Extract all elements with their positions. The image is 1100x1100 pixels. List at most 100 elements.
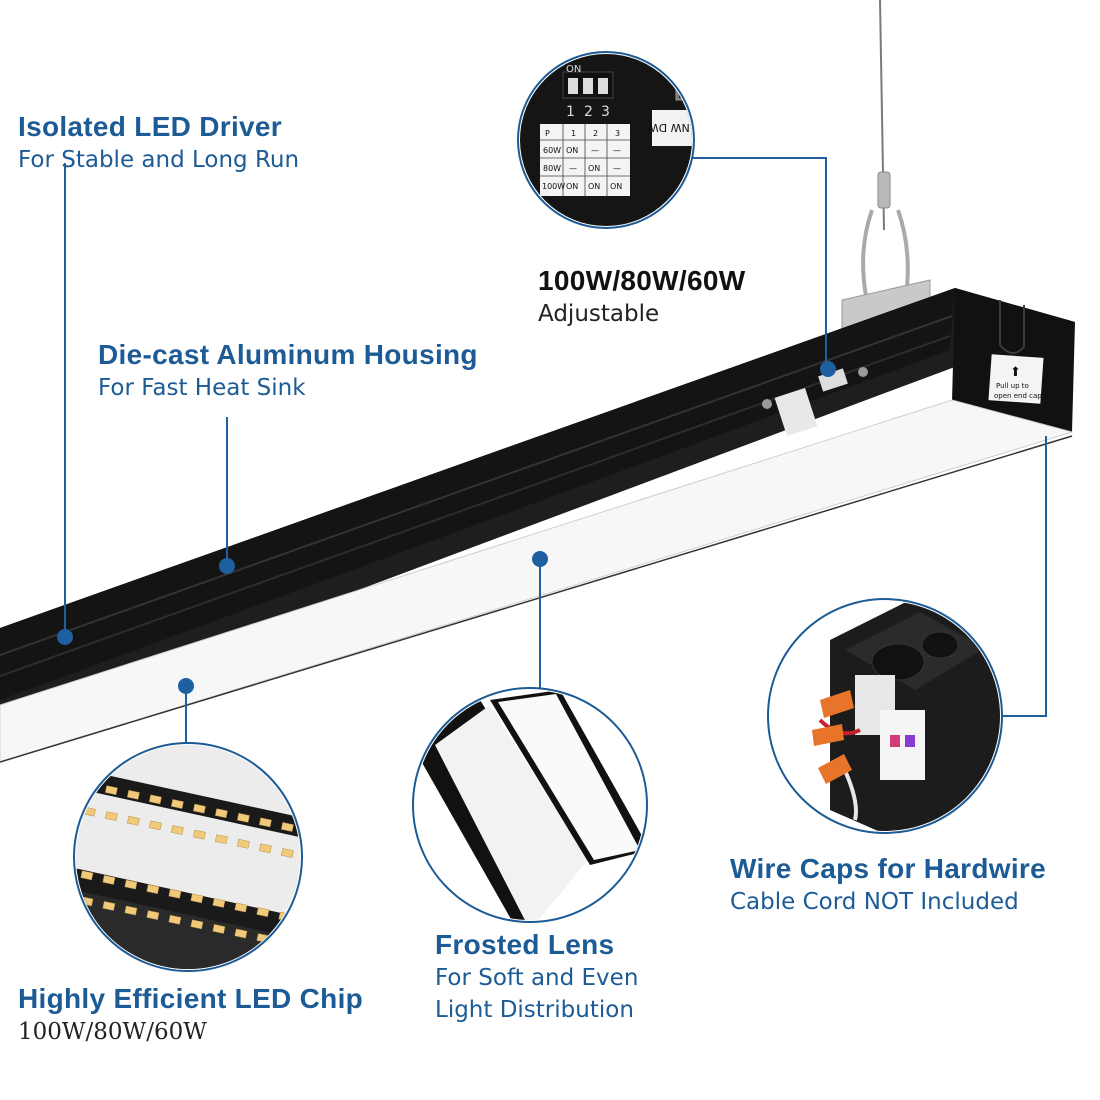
feature-housing: Die-cast Aluminum Housing For Fast Heat …: [98, 338, 478, 404]
zoom-circle-led-chip: [73, 742, 315, 972]
led-chip: [236, 838, 250, 849]
led-chip: [104, 785, 118, 796]
svg-text:ON: ON: [566, 146, 578, 155]
callout-line-wire: [1000, 436, 1047, 717]
led-chip: [190, 919, 204, 930]
feature-chip-subtitle: 100W/80W/60W: [18, 1019, 207, 1045]
callout-dot-housing: [219, 558, 235, 574]
led-chip: [104, 811, 118, 822]
feature-power: 100W/80W/60W Adjustable: [538, 264, 745, 330]
svg-text:—: —: [613, 164, 621, 173]
feature-lens-subtitle-2: Light Distribution: [435, 997, 634, 1023]
suspension-loop: [861, 209, 910, 297]
zoom-circle-wire-caps: [767, 598, 1003, 834]
end-cap-text-2: open end cap: [994, 392, 1042, 400]
housing-front-face: [0, 288, 955, 700]
led-chip: [190, 893, 204, 904]
led-chip: [280, 822, 294, 832]
svg-text:100W: 100W: [542, 182, 565, 191]
led-chip: [126, 815, 140, 826]
led-chip: [102, 875, 116, 885]
knockout-plug: [871, 643, 925, 681]
led-chip: [170, 825, 184, 835]
cable-gripper: [877, 171, 891, 209]
feature-chip: Highly Efficient LED Chip 100W/80W/60W: [18, 982, 363, 1048]
svg-text:2: 2: [593, 129, 598, 138]
svg-text:ON: ON: [588, 182, 600, 191]
lens-edge: [0, 399, 1074, 763]
led-chip: [102, 901, 116, 911]
feature-lens-subtitle-1: For Soft and Even: [435, 965, 639, 991]
led-chip: [256, 907, 270, 917]
lens-edge-line: [0, 435, 1073, 763]
zoom-circle-frosted-lens: [412, 687, 648, 923]
led-chip: [301, 917, 313, 926]
feature-wire-title: Wire Caps for Hardwire: [730, 853, 1046, 884]
svg-text:WW NW DW: WW NW DW: [648, 121, 715, 134]
svg-text:—: —: [591, 146, 599, 155]
svg-text:ON: ON: [566, 182, 578, 191]
knockout-plug: [921, 631, 959, 659]
led-chip: [170, 799, 184, 809]
end-cap-arrow: ⬆: [1010, 365, 1021, 380]
led-chip: [214, 834, 228, 845]
led-chip: [301, 943, 313, 952]
led-chip: [168, 914, 182, 925]
led-chip: [278, 937, 292, 948]
led-chip: [234, 902, 248, 913]
wire-cap: [818, 754, 852, 784]
zoom-circle-switch-panel: ON 1 2 3 WW NW DW P 1 2 3 60W ON — —: [517, 51, 715, 229]
led-chip: [212, 898, 226, 908]
svg-text:3: 3: [601, 104, 610, 120]
callout-dot-driver: [57, 629, 73, 645]
led-chip: [258, 843, 272, 854]
svg-text:P: P: [545, 129, 550, 138]
feature-driver: Isolated LED Driver For Stable and Long …: [18, 110, 299, 176]
led-chip: [280, 848, 294, 858]
svg-text:—: —: [613, 146, 621, 155]
led-chip: [303, 827, 315, 836]
led-chip: [148, 820, 162, 831]
feature-driver-title: Isolated LED Driver: [18, 111, 283, 142]
feature-power-subtitle: Adjustable: [538, 301, 660, 327]
feature-chip-title: Highly Efficient LED Chip: [18, 983, 364, 1014]
led-chip: [124, 879, 138, 890]
feature-housing-title: Die-cast Aluminum Housing: [98, 339, 478, 370]
led-chip: [82, 780, 96, 791]
feature-power-title: 100W/80W/60W: [538, 265, 746, 296]
led-chip: [303, 853, 315, 862]
svg-text:80W: 80W: [543, 164, 561, 173]
fixture-switch-label: [774, 388, 818, 436]
cct-label: [652, 110, 692, 146]
feature-driver-subtitle: For Stable and Long Run: [18, 147, 300, 173]
svg-text:60W: 60W: [543, 146, 561, 155]
end-cap-slot: [999, 300, 1025, 354]
feature-housing-subtitle: For Fast Heat Sink: [98, 375, 306, 401]
svg-text:2: 2: [584, 104, 593, 120]
led-chip: [126, 789, 140, 800]
end-cap-text-1: Pull up to: [996, 382, 1029, 390]
callout-dot-lens: [532, 551, 548, 567]
end-cap-sticker: [988, 354, 1044, 404]
svg-text:ON: ON: [588, 164, 600, 173]
led-chip: [146, 884, 160, 894]
callout-dot-chip: [178, 678, 194, 694]
led-chip: [168, 888, 182, 899]
callout-dot-power: [820, 361, 836, 377]
feature-lens-title: Frosted Lens: [435, 929, 615, 960]
svg-text:—: —: [569, 164, 577, 173]
wire-cap: [820, 690, 854, 718]
wire-cap: [812, 724, 844, 746]
led-chip: [80, 870, 94, 881]
led-chip: [192, 803, 206, 814]
svg-text:ON: ON: [610, 182, 622, 191]
svg-text:1: 1: [571, 129, 576, 138]
led-chip: [146, 910, 160, 920]
feature-wire-subtitle: Cable Cord NOT Included: [730, 889, 1019, 915]
led-chip: [212, 924, 226, 934]
callout-line-power: [690, 157, 827, 368]
led-chip: [214, 808, 228, 819]
feature-wire: Wire Caps for Hardwire Cable Cord NOT In…: [730, 852, 1046, 918]
